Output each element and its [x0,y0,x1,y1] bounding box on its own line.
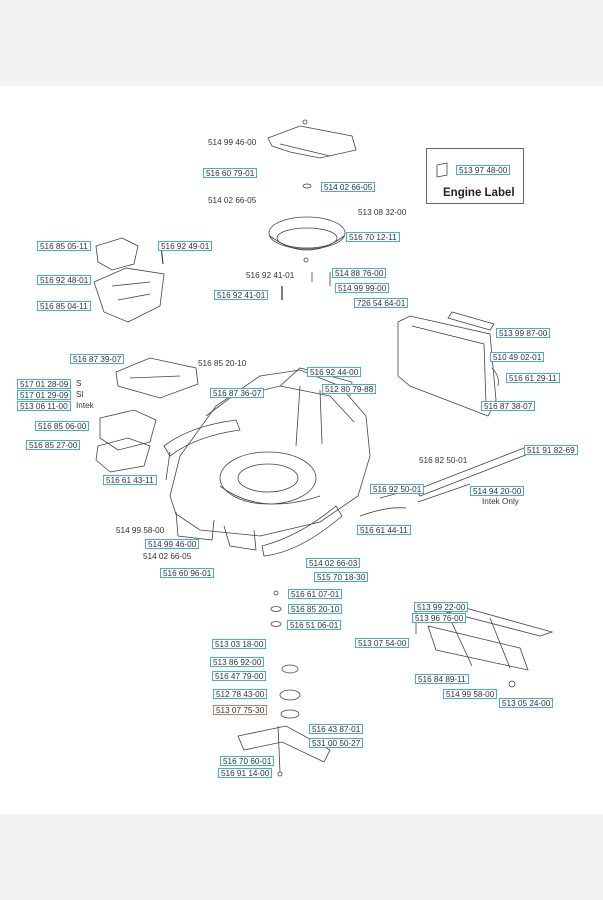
part-number-label[interactable]: 516 92 48-01 [37,275,92,285]
variant-note: SI [76,390,84,399]
part-number-label[interactable]: 516 61 29-11 [506,373,560,383]
part-number-label[interactable]: 512 78 43-00 [213,689,268,699]
part-number-label[interactable]: 726 54 64-01 [354,298,409,308]
engine-label-title: Engine Label [443,187,515,199]
washer-b [270,606,282,612]
part-number-label[interactable]: 514 88 76-00 [332,268,387,278]
mower-deck [169,369,371,537]
part-number-label[interactable]: 516 43 87-01 [309,724,364,734]
axle-bracket [427,625,529,671]
part-number-label[interactable]: 513 07 54-00 [355,638,410,648]
engine-label-sticker-icon [436,162,448,178]
part-number-label[interactable]: 516 85 20-10 [288,604,343,614]
part-number-label[interactable]: 516 85 06-00 [35,421,90,431]
part-number-label[interactable]: 513 07 75-30 [213,705,268,715]
parts-diagram-sheet: 513 97 48-00 Engine Label 514 99 46-00 51… [0,86,603,814]
fan-pulley [268,216,346,250]
part-number-label: 516 92 41-01 [246,271,295,280]
cover-strip [447,311,495,331]
part-number-label: 514 02 66-05 [208,196,257,205]
part-number-label[interactable]: 515 70 18-30 [314,572,369,582]
part-number-label: 514 99 46-00 [208,138,257,147]
part-number-label[interactable]: 516 87 38-07 [481,401,536,411]
part-number-label[interactable]: 516 47 79-00 [212,671,267,681]
variant-note: Intek [76,401,94,410]
part-number-label: 516 82 50-01 [419,456,468,465]
part-number-label[interactable]: 513 96 76-00 [412,613,467,623]
part-number-label: 513 08 32-00 [358,208,407,217]
rear-guard [261,505,343,557]
washer [302,183,312,189]
part-number-label[interactable]: 514 99 58-00 [443,689,498,699]
part-number-label[interactable]: 516 61 43-11 [103,475,157,485]
part-number-label[interactable]: 516 92 50-01 [370,484,425,494]
part-number-label[interactable]: 516 87 36-07 [210,388,265,398]
part-number-label[interactable]: 514 99 99-00 [335,283,390,293]
part-number-label[interactable]: 510 49 02-01 [490,352,545,362]
variant-note: S [76,379,82,388]
part-number-label[interactable]: 512 80 79-88 [322,384,377,394]
part-number-label[interactable]: 531 00 50-27 [309,738,364,748]
bracket-lower [93,267,165,323]
part-number-label[interactable]: 513 99 87-00 [496,328,551,338]
part-number-label[interactable]: 516 84 89-11 [415,674,469,684]
rear-plate [115,357,199,399]
hub-1 [281,664,299,674]
bracket-upper [95,237,139,271]
part-number-label[interactable]: 516 85 27-00 [26,440,81,450]
part-number-label[interactable]: 513 05 24-00 [499,698,554,708]
part-number-label[interactable]: 516 70 12-11 [346,232,400,242]
part-number-label[interactable]: 511 91 82-69 [524,445,578,455]
part-number-label[interactable]: 516 51 06-01 [287,620,342,630]
part-number-label[interactable]: 516 91 14-00 [218,768,273,778]
part-number-label[interactable]: 516 70 60-01 [220,756,275,766]
spacer [270,621,282,627]
left-cover-a [99,409,157,451]
part-number-label: 516 85 20-10 [198,359,247,368]
part-number-label[interactable]: 514 94 20-00 [470,486,525,496]
part-number-label[interactable]: 513 86 92-00 [210,657,265,667]
part-number-label[interactable]: 514 02 66-05 [321,182,376,192]
engine-label-box: 513 97 48-00 Engine Label [426,148,524,204]
part-number-label[interactable]: 517 01 28-09 [17,379,72,389]
handle-left [163,419,241,457]
part-number-label[interactable]: 516 92 41-01 [214,290,269,300]
part-number-label[interactable]: 516 61 07-01 [288,589,343,599]
deck-opening [219,451,317,505]
part-number-label: 514 02 66-05 [143,552,192,561]
part-number-label[interactable]: 516 60 96-01 [160,568,215,578]
bolt-a [303,257,309,263]
part-number-label[interactable]: 513 99 22-00 [414,602,469,612]
nut-a [273,590,279,596]
part-number-label[interactable]: 514 99 46-00 [145,539,200,549]
part-number-label[interactable]: 516 92 49-01 [158,241,213,251]
blade [237,725,331,763]
part-number-label[interactable]: 516 61 44-11 [357,525,411,535]
part-number-label[interactable]: 517 01 29-09 [17,390,72,400]
part-number-label: 514 99 58-00 [116,526,165,535]
hub-2 [279,689,301,701]
variant-note: Intek Only [482,497,519,506]
left-cover-b [95,437,151,473]
part-number-label[interactable]: 513 03 18-00 [212,639,267,649]
part-number-label[interactable]: 516 92 44-00 [307,367,362,377]
part-number-label[interactable]: 516 85 04-11 [37,301,91,311]
top-plate [267,125,357,159]
part-number-label[interactable]: 516 85 05-11 [37,241,91,251]
part-number-label[interactable]: 516 87 39-07 [70,354,125,364]
engine-label-part-number[interactable]: 513 97 48-00 [456,165,511,175]
hub-3 [280,709,300,719]
top-bolt [302,119,308,125]
part-number-label[interactable]: 513 06 11-00 [17,401,71,411]
part-number-label[interactable]: 516 60 79-01 [203,168,258,178]
part-number-label[interactable]: 514 02 66-03 [306,558,361,568]
